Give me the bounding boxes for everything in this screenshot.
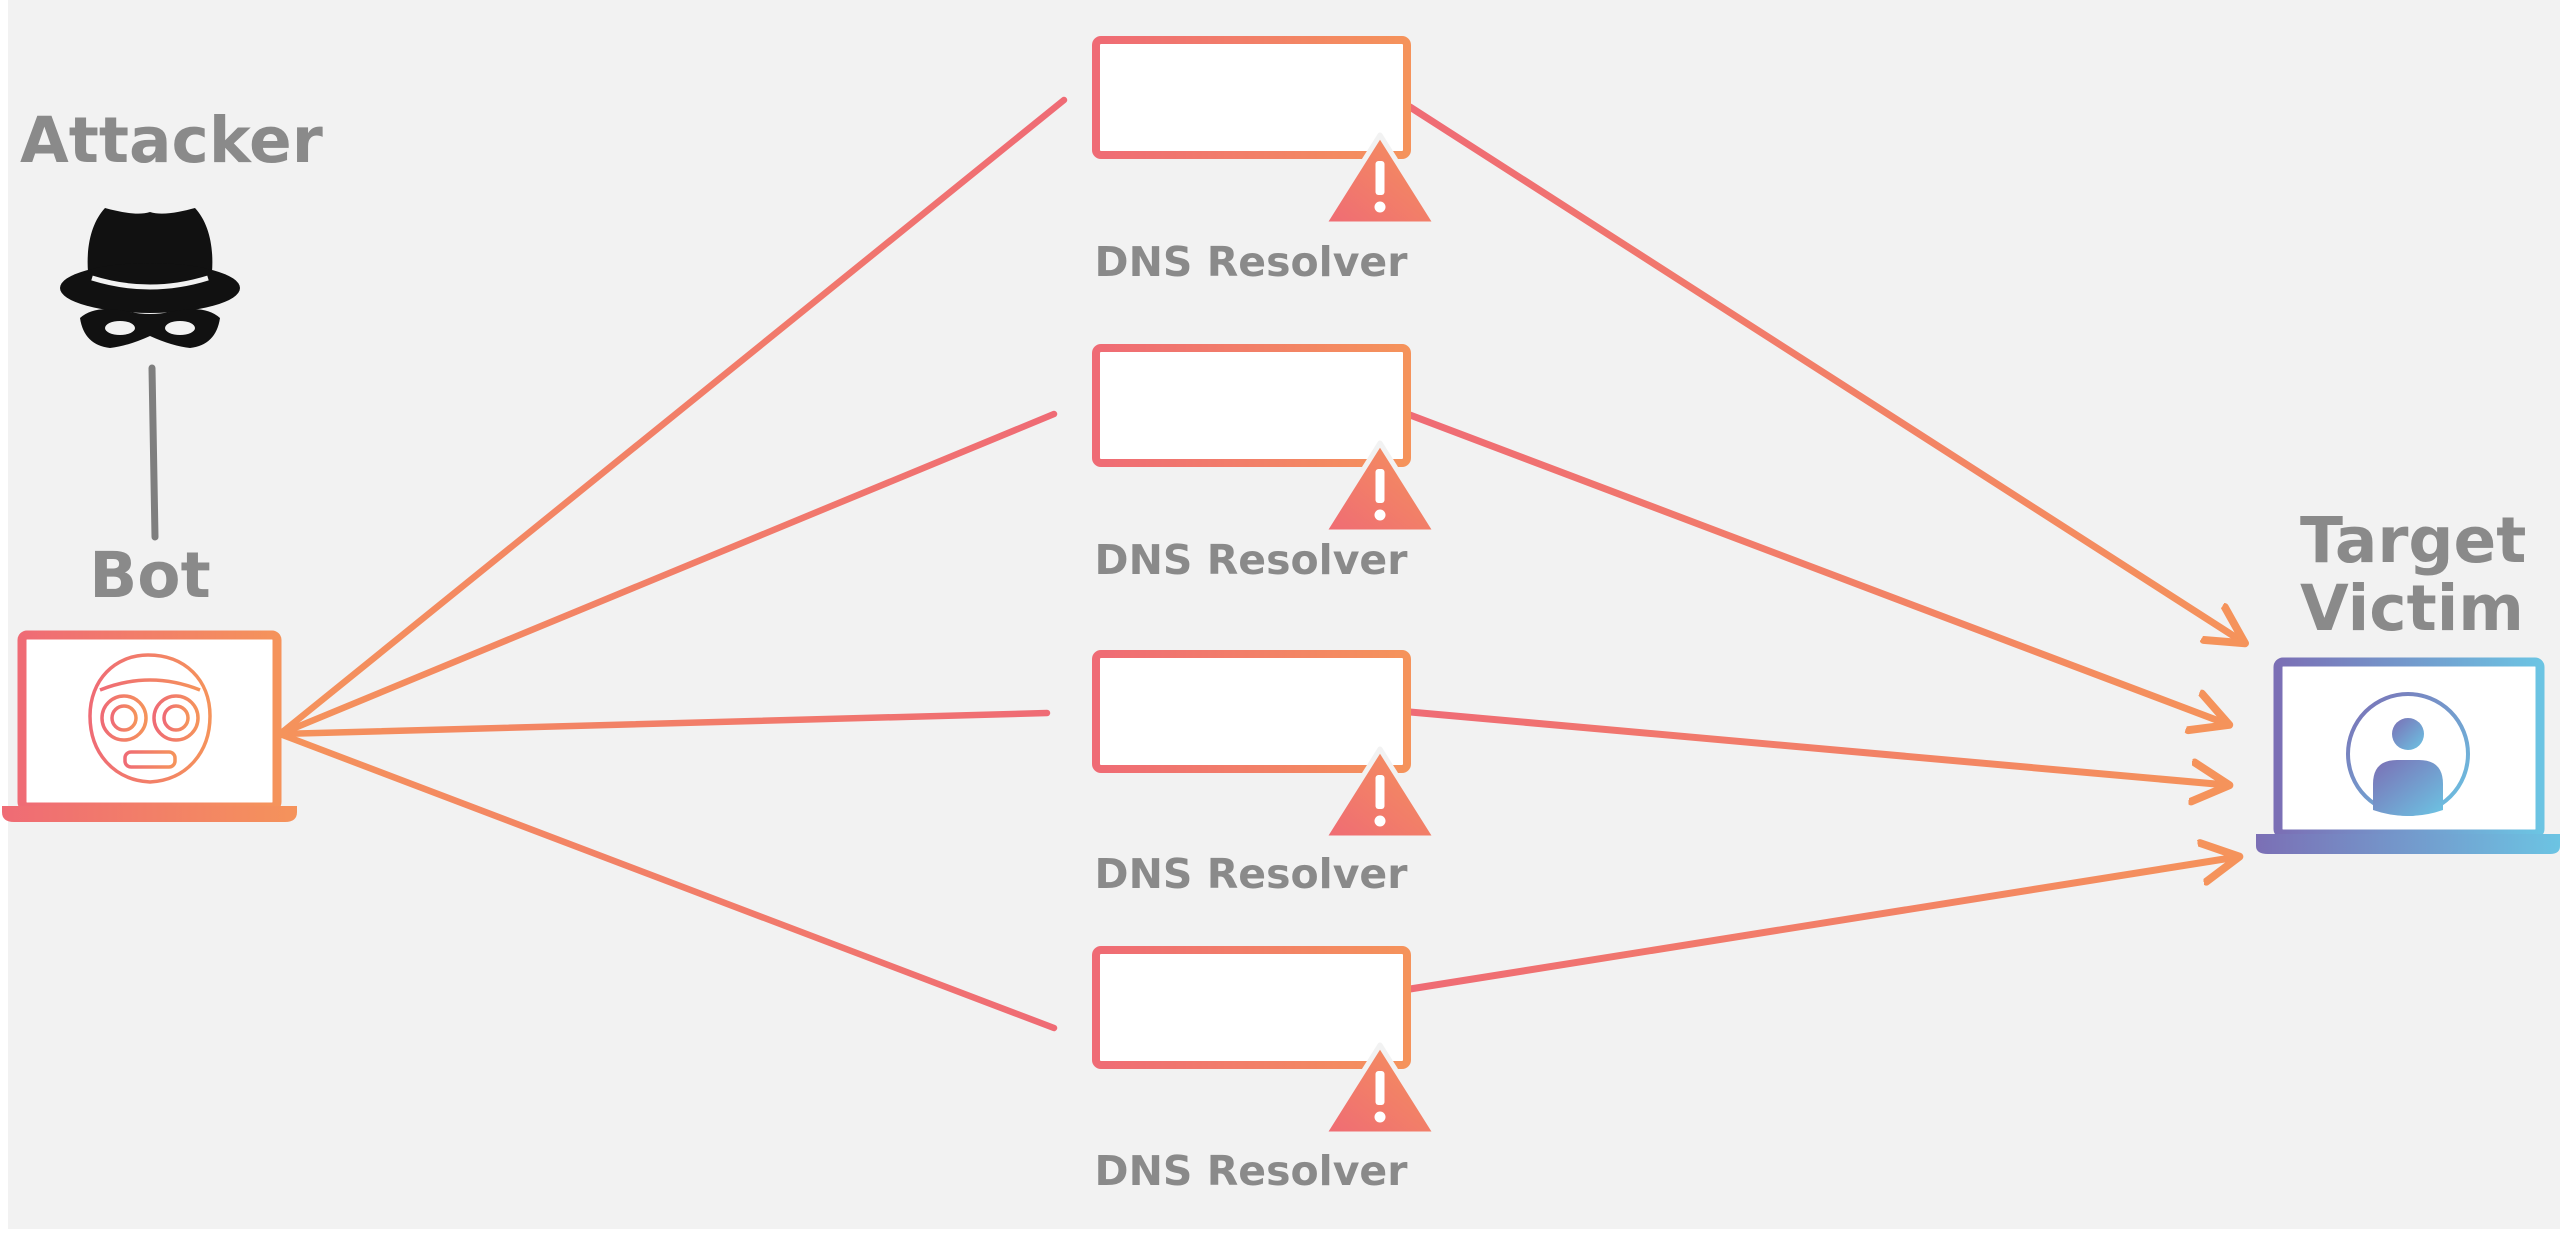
- attacker-label: Attacker: [20, 104, 323, 177]
- bot-link-resolver-1: [276, 96, 1068, 738]
- dns-resolver-label-4: DNS Resolver: [1094, 1147, 1408, 1195]
- resolver-to-victim-arrows: [1406, 103, 2243, 993]
- resolver-icons: [1092, 36, 1439, 1137]
- dns-resolver-label-2: DNS Resolver: [1094, 536, 1408, 584]
- dns-resolver-label-1: DNS Resolver: [1094, 238, 1408, 286]
- target-label: Target: [2300, 504, 2527, 577]
- amplified-response-arrow-4: [1406, 857, 2237, 993]
- laptop-user-icon: [2256, 657, 2560, 854]
- server-warning-icon: [1092, 344, 1439, 535]
- amplified-response-arrow-3: [1406, 708, 2227, 785]
- bot-link-resolver-3: [276, 709, 1051, 738]
- amplified-response-arrow-1: [1406, 103, 2243, 642]
- server-warning-icon: [1092, 36, 1439, 227]
- bot-link-resolver-2: [276, 410, 1058, 738]
- server-warning-icon: [1092, 946, 1439, 1137]
- bot-label: Bot: [89, 539, 211, 612]
- hat-mask-thief-icon: [60, 208, 240, 348]
- bot-link-resolver-4: [276, 730, 1058, 1032]
- bot-to-resolver-links: [276, 96, 1068, 1032]
- laptop-robot-icon: [2, 630, 297, 822]
- attacker-bot-link: [148, 364, 159, 541]
- victim-label: Victim: [2300, 572, 2524, 645]
- dns-resolver-label-3: DNS Resolver: [1094, 850, 1408, 898]
- server-warning-icon: [1092, 650, 1439, 841]
- amplified-response-arrow-2: [1406, 411, 2227, 724]
